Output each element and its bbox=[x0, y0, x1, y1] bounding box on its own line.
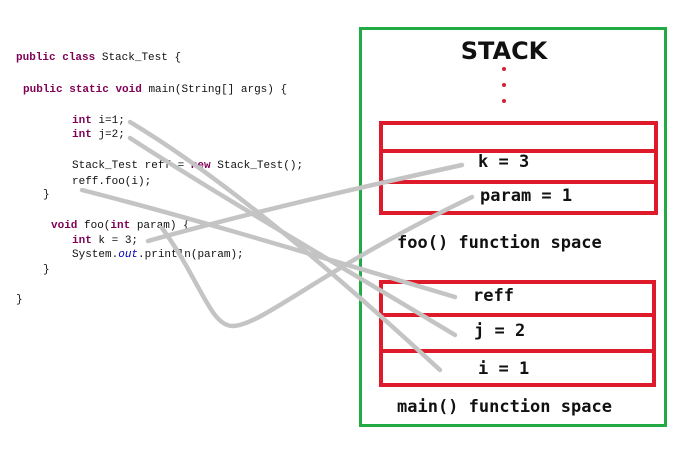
stack-cell-main-reff-label: reff bbox=[473, 286, 514, 306]
code-line-main-decl: public static void main(String[] args) { bbox=[23, 84, 288, 96]
code-line-int-k: int k = 3; bbox=[72, 235, 139, 247]
code-line-close-foo: } bbox=[43, 264, 50, 276]
stack-cell-foo-k-label: k = 3 bbox=[478, 152, 530, 172]
stack-cell-main-i bbox=[379, 349, 656, 387]
stack-cell-foo-param bbox=[379, 180, 658, 215]
connector-i-to-i-cell bbox=[127, 119, 443, 373]
code-line-println: System.out.println(param); bbox=[72, 249, 244, 261]
stack-title: STACK bbox=[460, 37, 548, 65]
stack-frame bbox=[359, 27, 667, 427]
code-line-close-main: } bbox=[43, 189, 50, 201]
ellipsis-dot bbox=[502, 67, 506, 71]
stack-cell-foo-param-label: param = 1 bbox=[480, 186, 573, 206]
stack-cell-main-i-label: i = 1 bbox=[478, 359, 530, 379]
main-space-label: main() function space bbox=[397, 397, 612, 417]
code-line-class-decl: public class Stack_Test { bbox=[16, 52, 182, 64]
ellipsis-dot bbox=[502, 99, 506, 103]
code-line-foo-decl: void foo(int param) { bbox=[51, 220, 190, 232]
code-line-int-i: int i=1; bbox=[72, 115, 125, 127]
code-line-close-class: } bbox=[16, 294, 23, 306]
code-line-new-object: Stack_Test reff = new Stack_Test(); bbox=[72, 160, 304, 172]
foo-space-label: foo() function space bbox=[397, 233, 602, 253]
connector-reff-to-reff-cell bbox=[79, 187, 458, 300]
connector-j-to-j-cell bbox=[127, 135, 458, 338]
connector-k-to-k-cell bbox=[145, 162, 465, 244]
code-line-call-foo: reff.foo(i); bbox=[72, 176, 152, 188]
stack-cell-main-j-label: j = 2 bbox=[474, 321, 526, 341]
ellipsis-dot bbox=[502, 83, 506, 87]
code-line-int-j: int j=2; bbox=[72, 129, 125, 141]
connector-param-to-param-cell bbox=[159, 194, 475, 329]
